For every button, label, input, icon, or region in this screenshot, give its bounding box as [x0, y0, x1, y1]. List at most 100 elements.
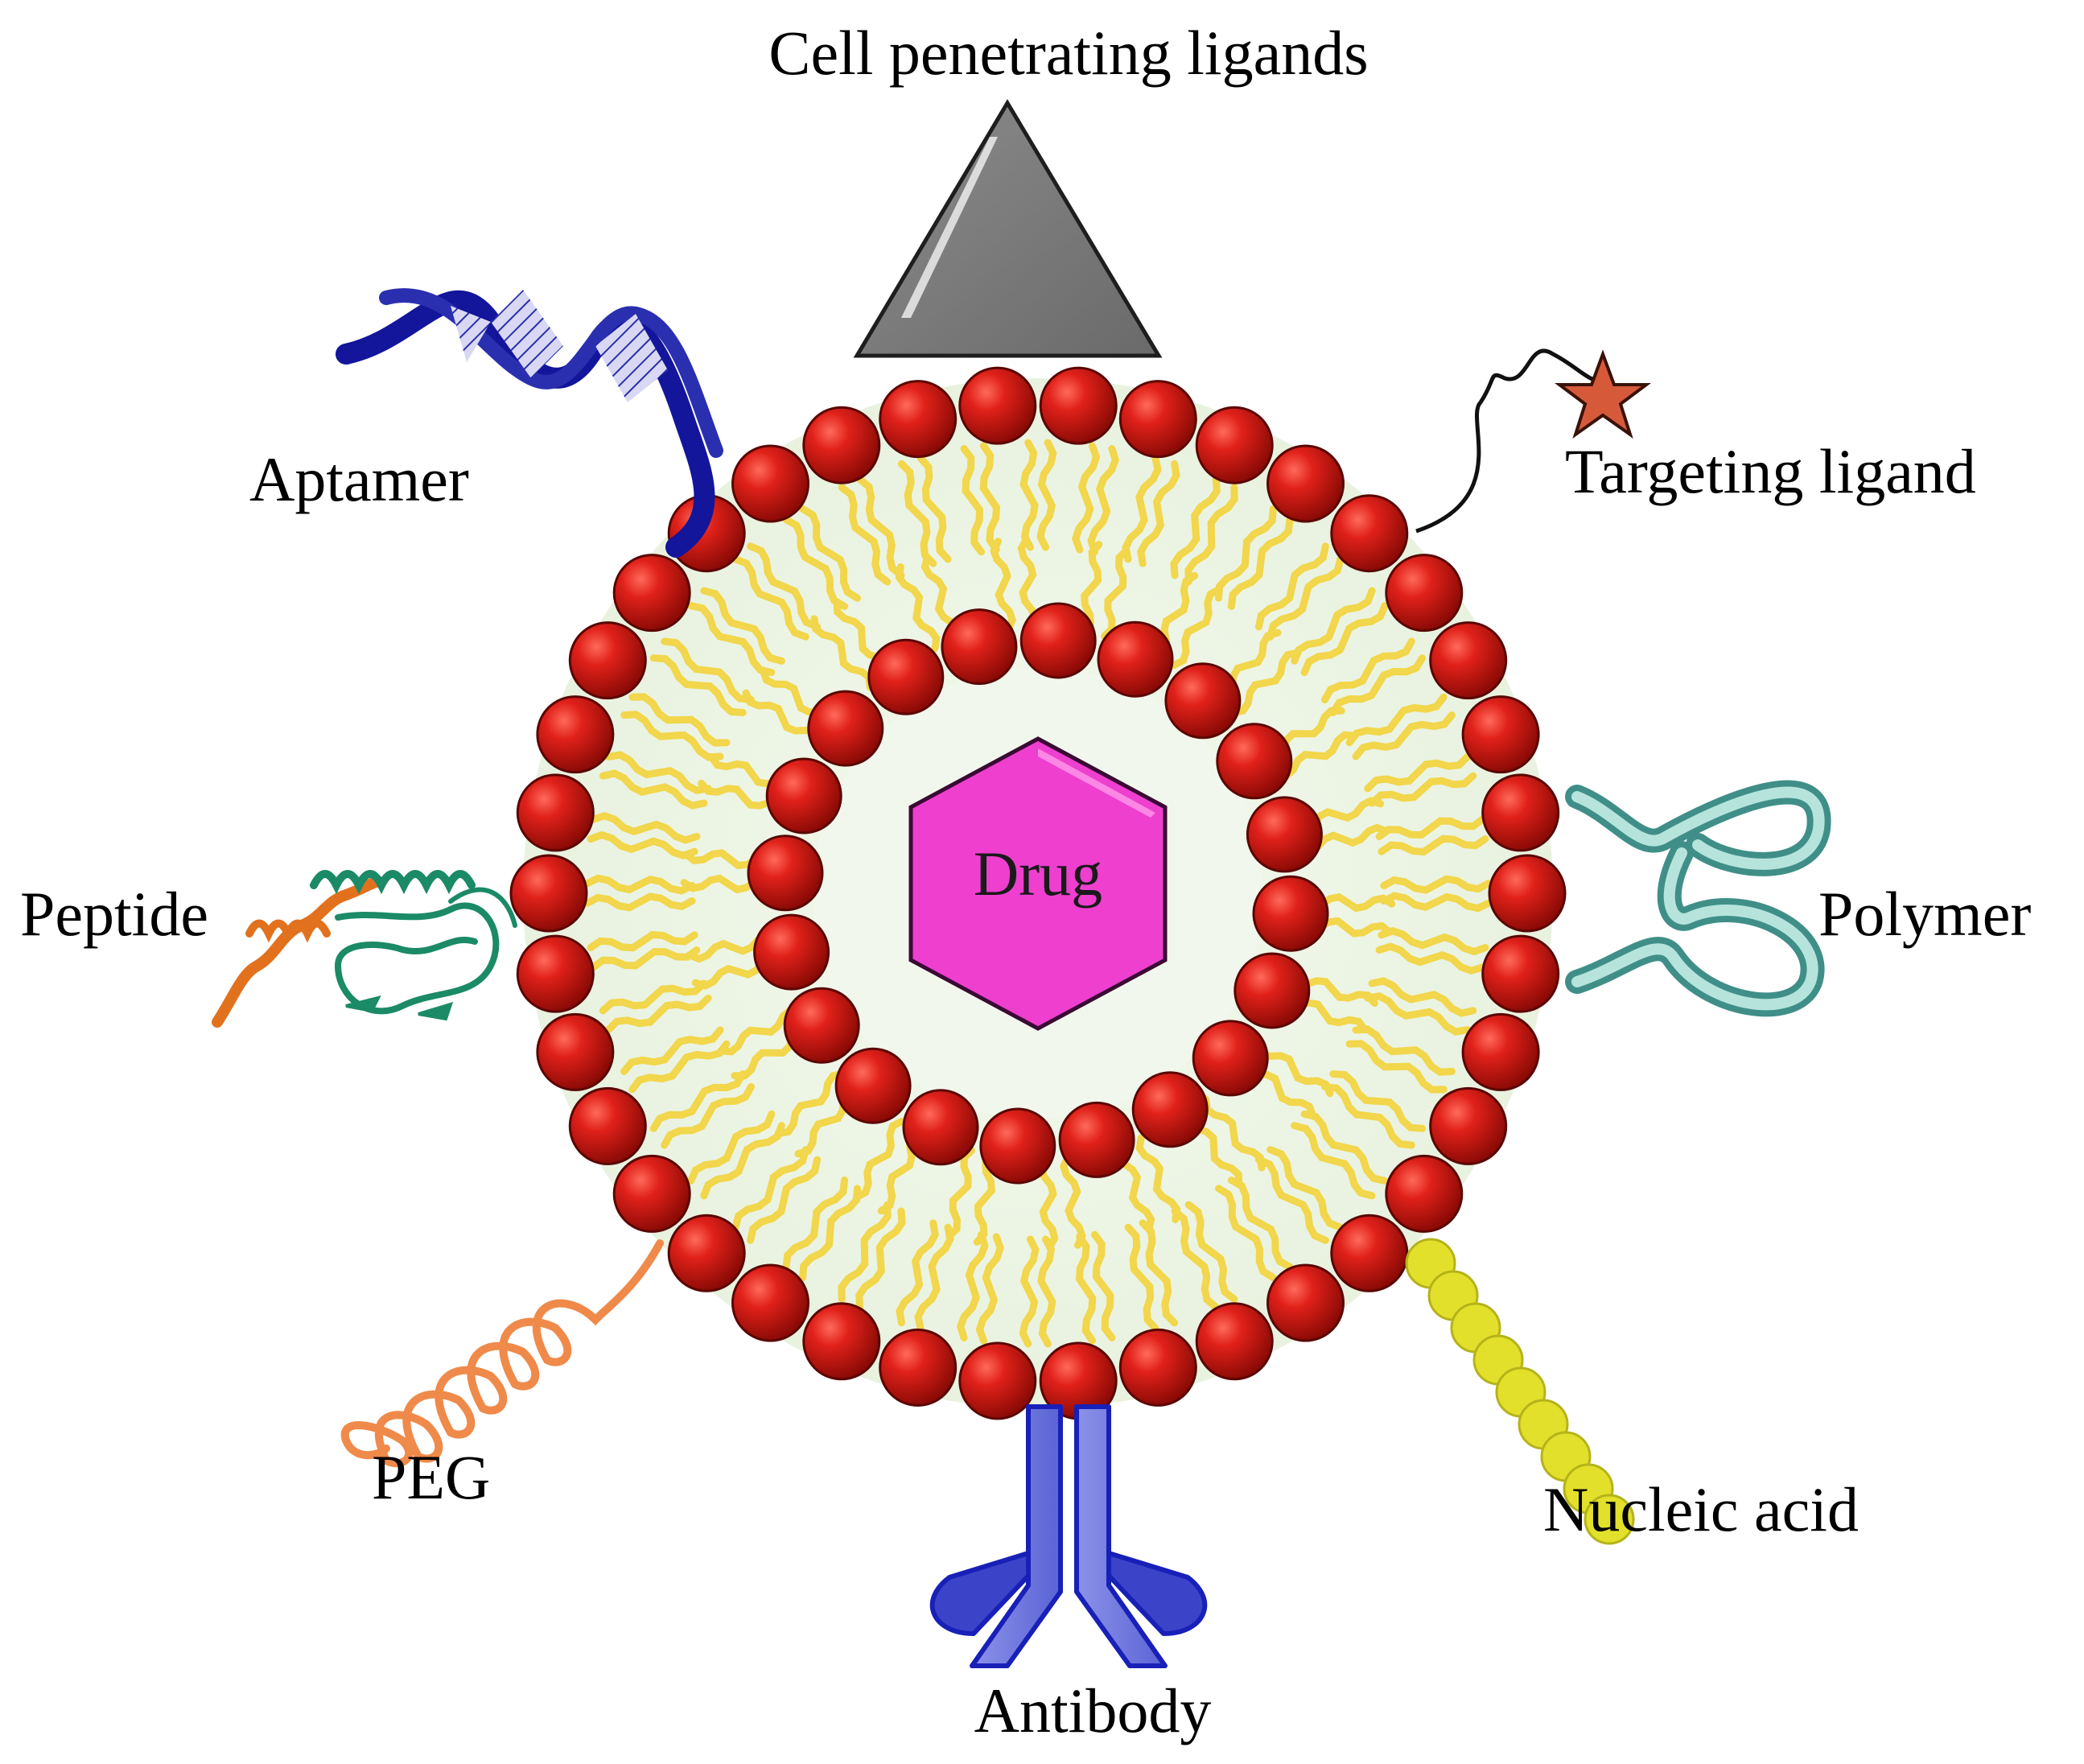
lipid-tail [604, 751, 712, 794]
lipid-tail [649, 654, 747, 716]
lipid-head [879, 380, 958, 459]
lipid-head [879, 1328, 958, 1407]
lipid-head [1266, 444, 1345, 523]
lipid-tail [1122, 454, 1162, 563]
lipid-tail [973, 1151, 996, 1246]
peptide-label: Peptide [20, 879, 208, 949]
polymer: Polymer [1565, 780, 2031, 1017]
lipid-head [753, 913, 830, 991]
polymer-label: Polymer [1818, 879, 2031, 949]
lipid-tail [1352, 1025, 1456, 1076]
lipid-head [1385, 1154, 1464, 1233]
lipid-tail [590, 811, 701, 844]
lipid-tail [897, 460, 937, 567]
lipid-head [1461, 1012, 1540, 1091]
lipid-tail [956, 1230, 989, 1342]
lipid-head [941, 608, 1018, 686]
nucleotide-bead [1584, 1494, 1635, 1545]
lipid-tail [628, 693, 731, 747]
lipid-tail [1135, 1134, 1181, 1223]
lipid-head [1330, 1214, 1409, 1292]
lipid-tail [1380, 892, 1493, 913]
lipid-tail [975, 1233, 1004, 1345]
lipid-head [958, 366, 1037, 445]
lipid-head [783, 987, 860, 1064]
lipid-head [1461, 695, 1540, 774]
lipid-tail [1037, 1235, 1056, 1348]
drug: Drug [908, 736, 1168, 1031]
lipid-head [1164, 662, 1242, 740]
lipid-tail [1036, 439, 1057, 551]
dna-helix-icon [336, 288, 723, 558]
lipid-head [1429, 1086, 1508, 1165]
cell-penetrating-ligand: Cell penetrating ligands [768, 18, 1369, 358]
lipid-tail [1364, 752, 1472, 793]
lipid-head [731, 1263, 809, 1342]
lipid-tail [1137, 460, 1180, 567]
lipid-tail [1266, 1146, 1345, 1231]
liposome [509, 366, 1567, 1420]
lipid-head [1019, 602, 1097, 679]
lipid-tail [1300, 602, 1389, 677]
lipid-tail [628, 1040, 731, 1094]
lipid-tail [1215, 1185, 1277, 1282]
lipid-tail [838, 484, 892, 586]
lipid-tail [687, 602, 776, 677]
lipid-head [536, 1012, 615, 1091]
peg-label: PEG [372, 1442, 490, 1512]
lipid-head [516, 934, 595, 1013]
lipid-tail [774, 1070, 847, 1138]
lipid-tail [620, 711, 724, 761]
lipid-head [1246, 796, 1323, 873]
lipid-head [802, 1302, 881, 1381]
lipid-tail [1202, 1095, 1266, 1172]
cell-penetrating-label: Cell penetrating ligands [768, 18, 1368, 88]
lipid-tail [1266, 555, 1345, 641]
lipid-head [1385, 554, 1464, 633]
antibody-label: Antibody [974, 1675, 1212, 1745]
lipid-head [1266, 1263, 1345, 1342]
lipid-head [612, 1154, 691, 1233]
lipid-tail [1329, 654, 1427, 716]
lipid-tail [1321, 637, 1415, 704]
lipid-head [834, 1047, 912, 1124]
spring-icon [340, 1239, 664, 1468]
lipid-tail [661, 637, 755, 704]
lipid-head [1429, 621, 1508, 700]
lipid-head [1058, 1101, 1135, 1178]
lipid-tail [1380, 875, 1493, 894]
lipid-tail [945, 1147, 975, 1240]
lipid-tail [782, 516, 849, 610]
lipid-tail [1254, 542, 1329, 631]
lipid-tail [914, 1223, 954, 1333]
lipid-head [958, 1342, 1037, 1420]
lipid-head [1097, 620, 1174, 698]
lipid-tail [990, 538, 1017, 633]
lipid-tail [661, 1082, 755, 1149]
lipid-head [568, 621, 647, 700]
nucleic-acid: Nucleic acid [1405, 1238, 1859, 1545]
lipid-tail [1184, 1201, 1238, 1303]
lipid-tail [1184, 484, 1238, 586]
lipid-tail [782, 1177, 849, 1271]
lipid-tail [1091, 1230, 1116, 1342]
lipid-tail [1229, 649, 1302, 717]
lipid-tail [1139, 1219, 1179, 1327]
lipid-head [747, 835, 824, 912]
lipid-head [765, 757, 842, 835]
lipid-tails [583, 439, 1493, 1348]
lipid-tail [838, 1201, 892, 1303]
lipid-head [807, 690, 884, 767]
lipid-tail [587, 930, 698, 952]
lipid-tail [1291, 1122, 1376, 1200]
lipid-tail [1124, 1223, 1159, 1333]
lipid-tail [1171, 1207, 1220, 1311]
drug-hexagon-icon [908, 736, 1168, 1031]
lipid-head [902, 1089, 979, 1166]
lipid-tail [583, 892, 696, 912]
lipid-tail [747, 542, 822, 631]
antibody: Antibody [929, 1404, 1212, 1745]
lipid-tail [1300, 1110, 1389, 1185]
inner-head-groups [747, 602, 1329, 1185]
